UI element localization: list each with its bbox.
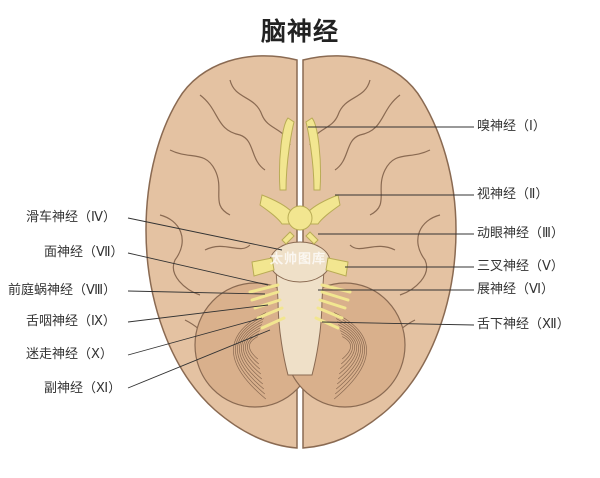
label-trigeminal: 三叉神经（Ⅴ） [477, 259, 564, 274]
label-oculomotor: 动眼神经（Ⅲ） [477, 226, 564, 241]
lower-cranial-nerves [248, 283, 352, 330]
label-hypoglossal: 舌下神经（Ⅻ） [477, 317, 570, 332]
olfactory-nerve-right [305, 117, 321, 191]
nerve-strand [320, 290, 350, 302]
page-title: 脑神经 [260, 17, 339, 46]
cerebellum-fold [338, 327, 357, 375]
trigeminal-nerve-right [325, 257, 349, 277]
nerve-strand [260, 316, 286, 330]
nerve-strand [320, 283, 352, 294]
nerve-strand [318, 298, 347, 310]
label-accessory: 副神经（Ⅺ） [44, 381, 122, 396]
oculomotor-nerve [281, 231, 295, 245]
label-olfactory: 嗅神经（Ⅰ） [477, 119, 546, 134]
label-abducens: 展神经（Ⅵ） [477, 282, 554, 297]
pituitary [287, 205, 313, 231]
cerebellum-fold [333, 312, 367, 400]
cerebellum-fold [337, 324, 359, 380]
cerebellum-fold [339, 330, 355, 370]
label-vagus: 迷走神经（Ⅹ） [26, 347, 113, 362]
cerebellum-fold [336, 321, 361, 385]
label-trochlear: 滑车神经（Ⅳ） [26, 210, 116, 225]
label-vestibulocochlear: 前庭蜗神经（Ⅷ） [8, 283, 117, 298]
watermark: 太帅图库 [270, 252, 327, 267]
cerebellum-fold [341, 336, 351, 360]
label-facial: 面神经（Ⅶ） [44, 245, 124, 260]
nerve-strand [250, 290, 280, 302]
label-glossopharyngeal: 舌咽神经（Ⅸ） [26, 314, 116, 329]
olfactory-nerve-left [279, 117, 295, 191]
cerebellum-fold [340, 333, 353, 365]
label-optic: 视神经（Ⅱ） [477, 187, 549, 202]
nerve-strand [316, 306, 344, 320]
